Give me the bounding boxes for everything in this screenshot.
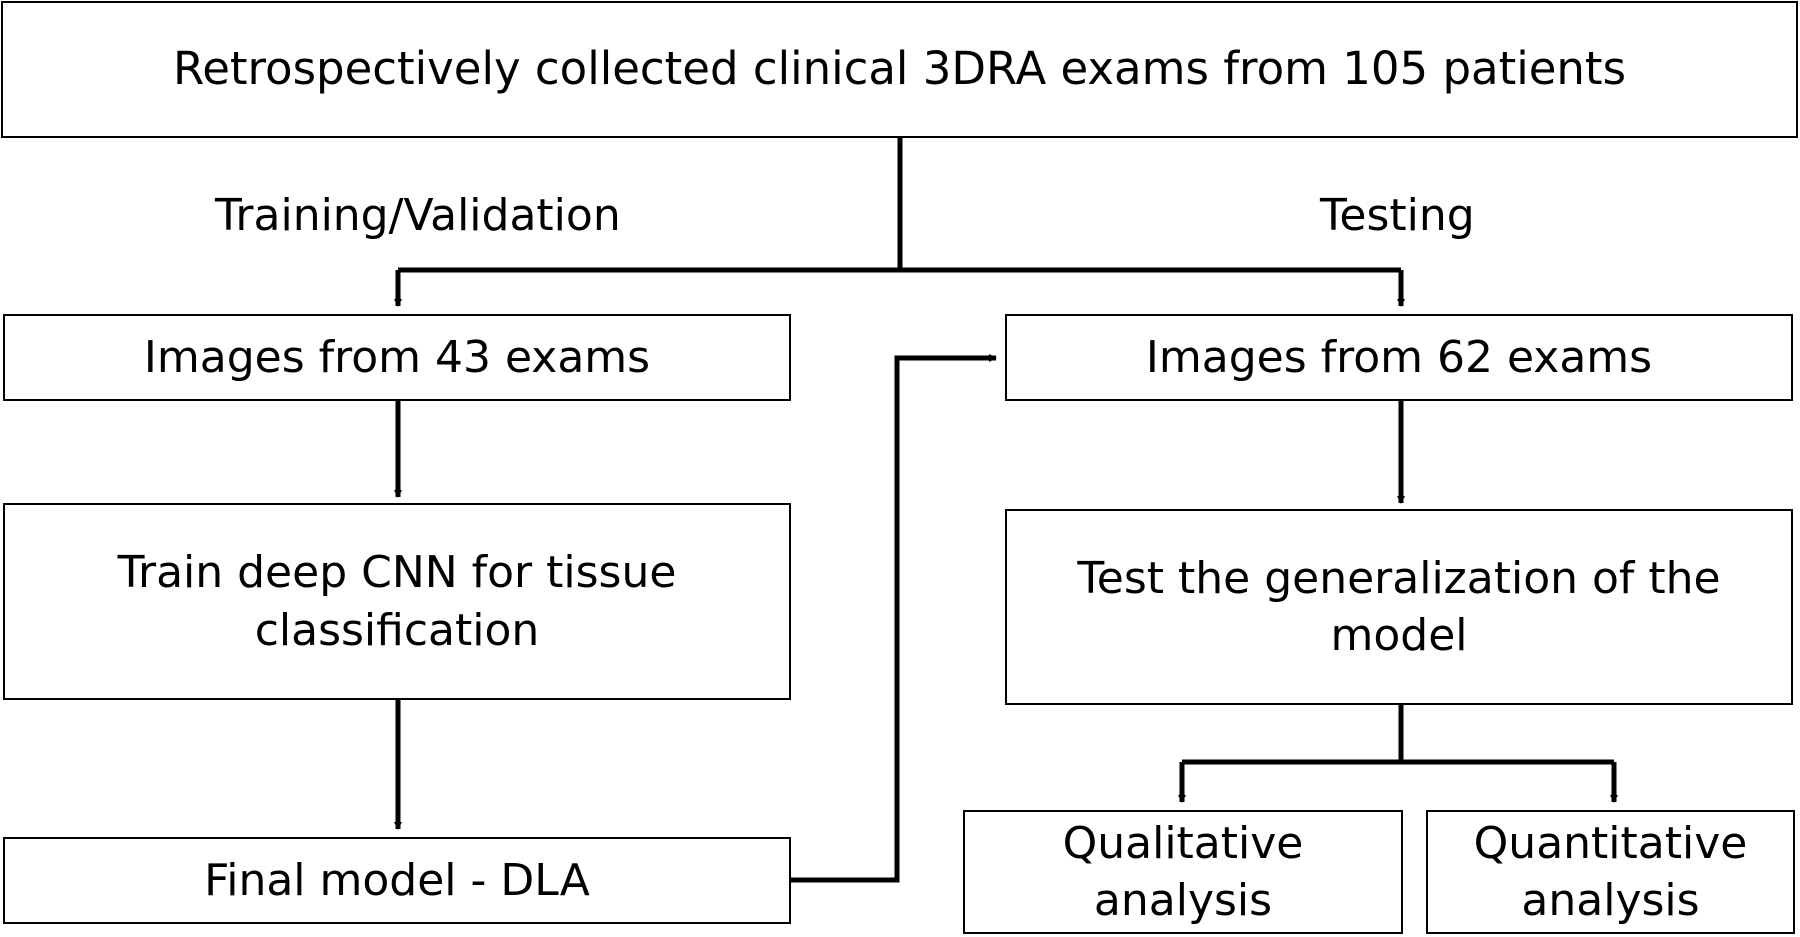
test-generalization-text: Test the generalization of the model — [1077, 552, 1721, 661]
training-validation-label: Training/Validation — [215, 190, 621, 241]
testing-label: Testing — [1320, 190, 1475, 241]
testing-images-box: Images from 62 exams — [1005, 314, 1793, 401]
test-generalization-box: Test the generalization of the model — [1005, 509, 1793, 705]
split-connector — [398, 137, 1401, 273]
split-connector-analysis — [1182, 704, 1614, 765]
train-cnn-box: Train deep CNN for tissue classification — [3, 503, 791, 700]
quantitative-analysis-text: Quantitative analysis — [1473, 817, 1748, 926]
qualitative-analysis-box: Qualitative analysis — [963, 810, 1403, 934]
testing-images-text: Images from 62 exams — [1145, 331, 1653, 383]
train-cnn-text: Train deep CNN for tissue classification — [117, 547, 677, 656]
source-exams-text: Retrospectively collected clinical 3DRA … — [172, 42, 1627, 96]
qualitative-analysis-text: Qualitative analysis — [1062, 817, 1304, 926]
arrow-model-to-testing — [791, 354, 997, 883]
final-model-text: Final model - DLA — [204, 854, 590, 906]
quantitative-analysis-box: Quantitative analysis — [1426, 810, 1795, 934]
final-model-box: Final model - DLA — [3, 837, 791, 924]
source-exams-box: Retrospectively collected clinical 3DRA … — [1, 1, 1798, 138]
training-images-text: Images from 43 exams — [143, 331, 651, 383]
training-images-box: Images from 43 exams — [3, 314, 791, 401]
